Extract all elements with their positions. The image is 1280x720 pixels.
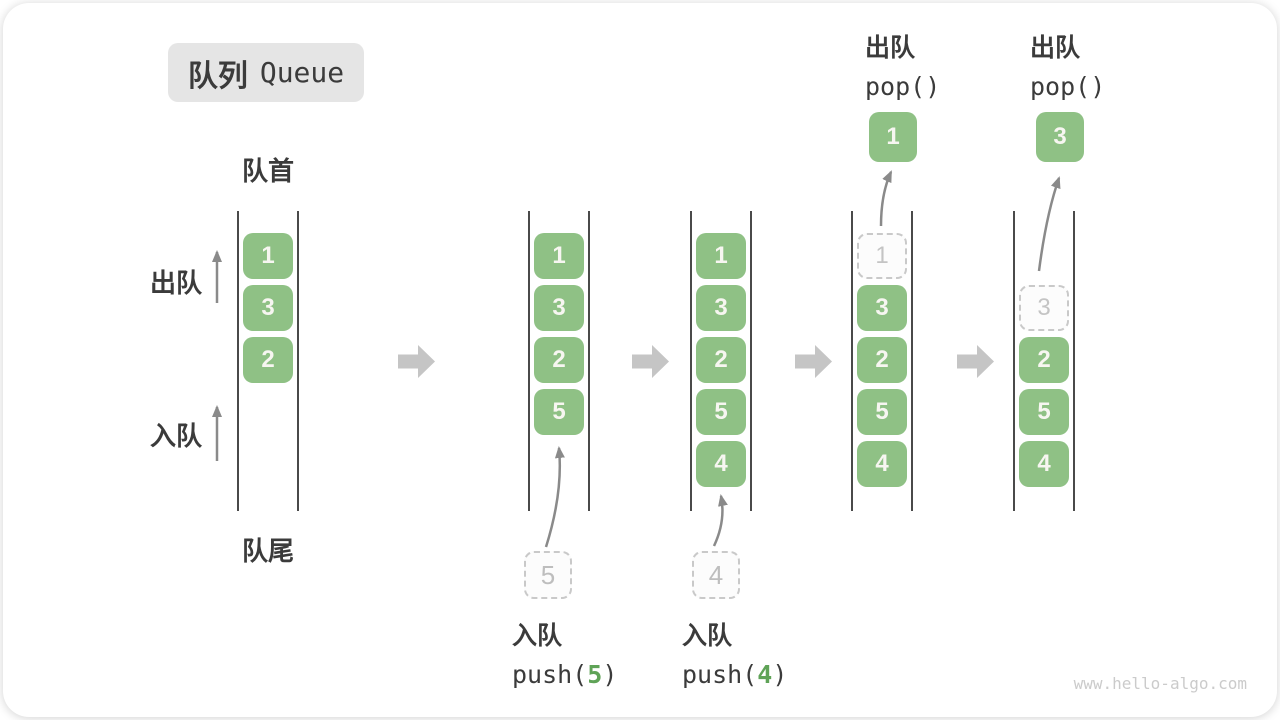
- queue-item: 4: [696, 441, 746, 487]
- label-queue-rear: 队尾: [241, 536, 294, 566]
- title-zh: 队列: [187, 59, 248, 93]
- queue-item: 4: [1019, 441, 1069, 487]
- channel-line: [1013, 211, 1015, 511]
- queue-state-1: 1 3 2: [237, 211, 299, 511]
- queue-item: 5: [534, 389, 584, 435]
- pending-enqueue-box: 4: [692, 551, 740, 599]
- channel-line: [1073, 211, 1075, 511]
- op-push-4: 入队 push(4): [682, 616, 787, 689]
- queue-item: 5: [696, 389, 746, 435]
- channel-line: [297, 211, 299, 511]
- op-push-code: push(5): [512, 660, 618, 689]
- label-dequeue-side: 出队: [150, 268, 203, 298]
- queue-item: 2: [1019, 337, 1069, 383]
- queue-item: 3: [857, 285, 907, 331]
- op-push-arg: 5: [587, 660, 603, 689]
- popped-item-box: 1: [869, 112, 917, 162]
- queue-state-4: 1 3 2 5 4: [851, 211, 913, 511]
- queue-item: 1: [243, 233, 293, 279]
- queue-item: 2: [857, 337, 907, 383]
- queue-state-5: 3 2 5 4: [1013, 211, 1075, 511]
- queue-item: 2: [243, 337, 293, 383]
- queue-item: 1: [696, 233, 746, 279]
- channel-line: [528, 211, 530, 511]
- op-pop-label: 出队: [865, 34, 916, 62]
- op-push-5: 入队 push(5): [512, 616, 617, 689]
- title-badge: 队列 Queue: [168, 43, 364, 102]
- queue-item-removed: 1: [857, 233, 907, 279]
- queue-item: 2: [534, 337, 584, 383]
- queue-item-removed: 3: [1019, 285, 1069, 331]
- queue-item: 2: [696, 337, 746, 383]
- queue-item: 3: [243, 285, 293, 331]
- op-push-code: push(4): [682, 660, 788, 689]
- channel-line: [750, 211, 752, 511]
- op-pop-code: pop(): [865, 72, 941, 101]
- figure-card: [3, 3, 1277, 717]
- queue-item: 5: [1019, 389, 1069, 435]
- op-pop-2: 出队 pop(): [1030, 28, 1105, 101]
- queue-item: 1: [534, 233, 584, 279]
- queue-state-3: 1 3 2 5 4: [690, 211, 752, 511]
- channel-line: [911, 211, 913, 511]
- queue-item: 3: [534, 285, 584, 331]
- op-pop-1: 出队 pop(): [865, 28, 940, 101]
- op-push-arg: 4: [757, 660, 773, 689]
- title-en: Queue: [259, 56, 345, 89]
- channel-line: [588, 211, 590, 511]
- pending-enqueue-box: 5: [524, 551, 572, 599]
- watermark: www.hello-algo.com: [1073, 674, 1247, 693]
- label-enqueue-side: 入队: [150, 421, 203, 451]
- op-pop-code: pop(): [1030, 72, 1106, 101]
- op-push-label: 入队: [682, 622, 733, 650]
- label-queue-front: 队首: [241, 156, 294, 186]
- queue-item: 5: [857, 389, 907, 435]
- channel-line: [851, 211, 853, 511]
- queue-item: 4: [857, 441, 907, 487]
- popped-item-box: 3: [1036, 112, 1084, 162]
- channel-line: [237, 211, 239, 511]
- channel-line: [690, 211, 692, 511]
- queue-state-2: 1 3 2 5: [528, 211, 590, 511]
- op-pop-label: 出队: [1030, 34, 1081, 62]
- op-push-label: 入队: [512, 622, 563, 650]
- queue-item: 3: [696, 285, 746, 331]
